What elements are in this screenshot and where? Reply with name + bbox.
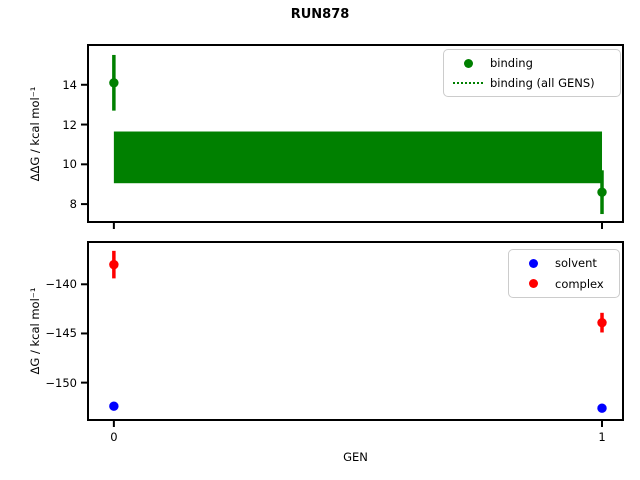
legend-item-label: binding bbox=[490, 56, 533, 70]
dotted-line-icon bbox=[453, 82, 483, 84]
y-tick-label: −150 bbox=[45, 375, 77, 390]
dot-icon bbox=[463, 58, 473, 68]
x-axis-label: GEN bbox=[343, 450, 368, 464]
data-point-complex-0 bbox=[109, 259, 119, 270]
y-tick-label: 10 bbox=[62, 157, 77, 172]
y-axis-label-top: ΔΔG / kcal mol⁻¹ bbox=[28, 86, 42, 182]
dot-icon bbox=[528, 258, 538, 268]
data-point-complex-1 bbox=[597, 317, 607, 328]
y-tick-label: 8 bbox=[69, 197, 77, 212]
legend-bottom: solvent complex bbox=[508, 249, 620, 298]
legend-item: complex bbox=[515, 274, 613, 295]
confidence-band bbox=[113, 131, 603, 184]
y-tick-label: 12 bbox=[62, 117, 77, 132]
legend-item: binding (all GENS) bbox=[450, 73, 614, 93]
legend-item-label: complex bbox=[555, 276, 604, 291]
data-point-binding-1 bbox=[597, 187, 607, 197]
y-axis-label-bottom: ΔG / kcal mol⁻¹ bbox=[28, 287, 42, 375]
legend-item-label: binding (all GENS) bbox=[490, 76, 595, 90]
legend-top: binding binding (all GENS) bbox=[443, 49, 621, 97]
y-tick-label: −145 bbox=[45, 326, 77, 341]
dot-icon bbox=[528, 279, 538, 289]
legend-item: solvent bbox=[515, 253, 613, 274]
legend-item-label: solvent bbox=[555, 256, 597, 271]
legend-marker-dot bbox=[515, 258, 551, 268]
data-point-binding-0 bbox=[109, 78, 119, 88]
legend-item: binding bbox=[450, 53, 614, 73]
figure-title: RUN878 bbox=[290, 7, 350, 22]
legend-marker-dot bbox=[450, 58, 486, 68]
data-point-solvent-0 bbox=[109, 401, 119, 411]
y-tick-label: 14 bbox=[62, 77, 77, 92]
x-tick-label: 1 bbox=[598, 430, 606, 444]
x-tick-label: 0 bbox=[110, 430, 118, 444]
legend-marker-dotted-line bbox=[450, 82, 486, 84]
y-tick-label: −140 bbox=[45, 277, 77, 292]
data-point-solvent-1 bbox=[597, 403, 607, 413]
legend-marker-dot bbox=[515, 279, 551, 289]
